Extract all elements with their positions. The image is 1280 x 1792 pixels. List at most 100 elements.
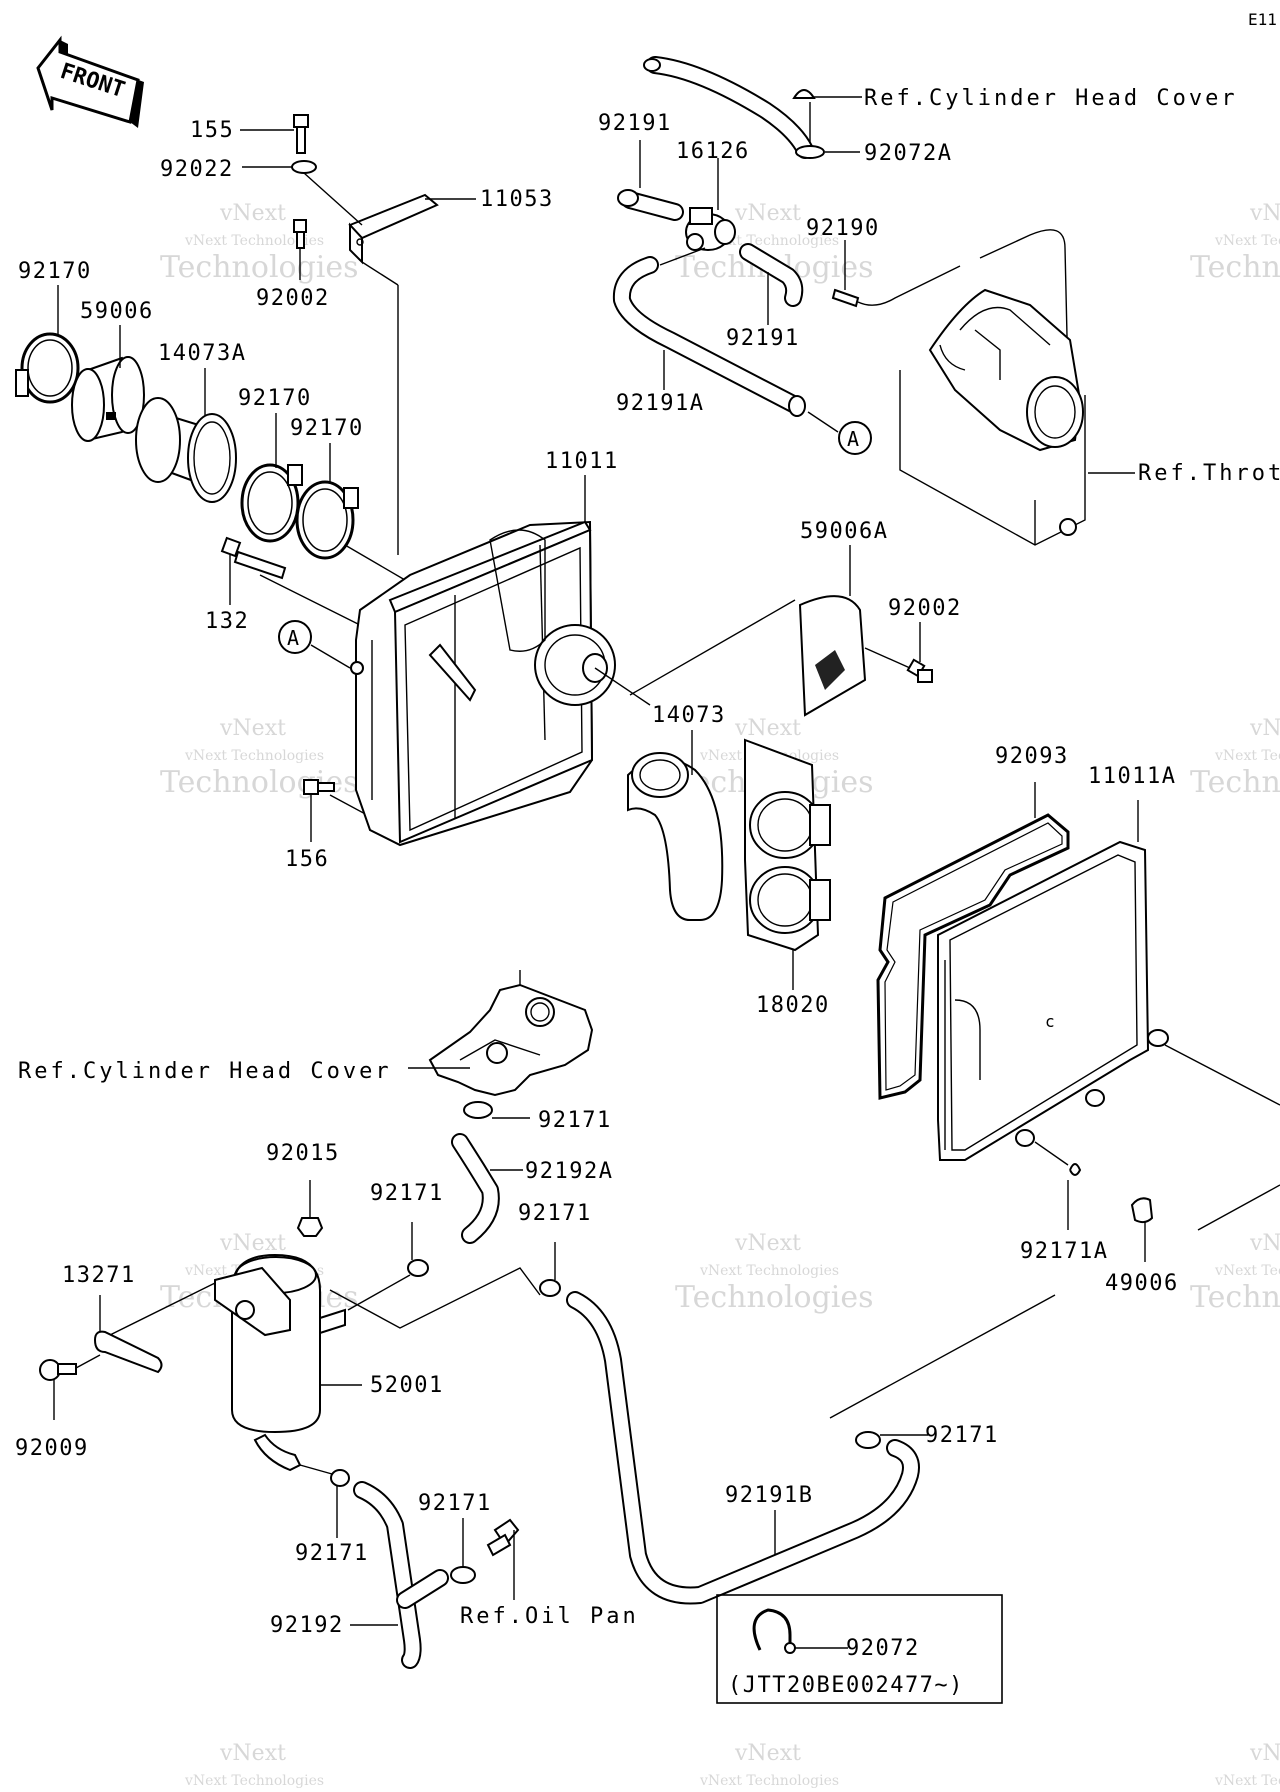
label-92171-d: 92171 xyxy=(418,1491,492,1516)
hose-92072A-top xyxy=(643,56,825,159)
hose-92191-top xyxy=(617,140,684,221)
ref-oil-pan: Ref.Oil Pan xyxy=(460,1604,639,1629)
label-14073: 14073 xyxy=(652,703,726,728)
ref-cylinder-head-cover-mid: Ref.Cylinder Head Cover xyxy=(18,1059,392,1084)
label-92192A: 92192A xyxy=(525,1159,613,1184)
label-18020: 18020 xyxy=(756,993,830,1018)
hose-92190 xyxy=(831,229,1069,381)
hose-92191A xyxy=(612,256,839,433)
label-92192: 92192 xyxy=(270,1613,344,1638)
svg-text:c: c xyxy=(1045,1012,1055,1031)
label-92002-mid: 92002 xyxy=(888,596,962,621)
watermark-text: vNext Technologies xyxy=(699,1263,839,1279)
watermark-text: vNext xyxy=(219,716,286,741)
bolt-92009 xyxy=(39,1354,101,1420)
gasket-92093 xyxy=(876,782,1070,1100)
label-11053: 11053 xyxy=(480,187,554,212)
callout-a-right-letter: A xyxy=(847,427,859,451)
watermark-text: Technologies xyxy=(160,250,359,285)
throttle-body-ref xyxy=(899,288,1135,546)
nut-92015 xyxy=(296,1180,324,1237)
label-11011A: 11011A xyxy=(1088,764,1176,789)
cap-ref-cylinder-head-top xyxy=(792,89,862,99)
ref-throttle: Ref.Throt xyxy=(1138,461,1280,486)
label-59006: 59006 xyxy=(80,299,154,324)
watermark-text: vNext Technologies xyxy=(1214,748,1280,764)
label-92171-e: 92171 xyxy=(925,1423,999,1448)
watermark-text: Technologies xyxy=(1190,1280,1280,1315)
watermark-text: vNext Technologies xyxy=(184,1773,324,1789)
cylinder-head-cover-ref xyxy=(408,970,594,1097)
label-92171A: 92171A xyxy=(1020,1239,1108,1264)
watermark-text: Technologies xyxy=(1190,765,1280,800)
clamp-92170-right xyxy=(295,480,359,560)
bolt-156 xyxy=(303,779,396,831)
label-92002-top: 92002 xyxy=(256,286,330,311)
ref-cylinder-head-cover-top: Ref.Cylinder Head Cover xyxy=(864,86,1238,111)
clamp-92171-e xyxy=(829,1294,1056,1449)
duct-14073A xyxy=(135,397,237,503)
label-92170-left: 92170 xyxy=(18,259,92,284)
watermark-text: vNext Technologies xyxy=(1214,233,1280,249)
label-11011: 11011 xyxy=(545,449,619,474)
label-92072: 92072 xyxy=(846,1636,920,1661)
clamp-92171-c xyxy=(299,1464,350,1538)
separator-tank-52001 xyxy=(214,1253,362,1472)
watermark-text: Technologies xyxy=(675,1280,874,1315)
cover-11011A: c xyxy=(937,800,1280,1231)
serial-note-box xyxy=(716,1594,1003,1704)
label-49006: 49006 xyxy=(1105,1271,1179,1296)
bracket-13271 xyxy=(93,1282,216,1374)
label-92191-top: 92191 xyxy=(598,111,672,136)
label-92170-mid: 92170 xyxy=(238,386,312,411)
label-59006A: 59006A xyxy=(800,519,888,544)
label-16126: 16126 xyxy=(676,139,750,164)
watermark-text: vNext xyxy=(1249,1741,1280,1766)
clamp-92171-head xyxy=(463,1101,530,1119)
hose-92191B xyxy=(566,1291,920,1605)
clamp-92170-mid xyxy=(240,463,303,543)
watermark-text: vNext Technologies xyxy=(1214,1773,1280,1789)
reference-labels: Ref.Cylinder Head Cover Ref.Throt Ref.Cy… xyxy=(18,86,1280,1629)
watermark-text: vNext Technologies xyxy=(699,1773,839,1789)
part-labels: 155 92022 11053 92002 92170 59006 14073 A… xyxy=(15,111,1179,1698)
valve-16126 xyxy=(659,158,736,266)
clamp-92170-left xyxy=(15,332,80,404)
plate-18020 xyxy=(744,738,831,952)
air-cleaner-housing-11011 xyxy=(350,520,651,847)
label-132: 132 xyxy=(205,609,249,634)
clamp-92171-d xyxy=(450,1518,476,1584)
front-arrow-icon: FRONT xyxy=(36,35,144,128)
duct-59006 xyxy=(71,356,145,442)
plug-49006 xyxy=(1130,1197,1154,1262)
watermark-text: vNext xyxy=(734,1231,801,1256)
bolt-132 xyxy=(220,536,371,631)
watermark-text: vNext xyxy=(1249,716,1280,741)
watermark-text: vNext xyxy=(219,201,286,226)
hose-92191-mid xyxy=(739,243,804,325)
watermark-text: vNext xyxy=(734,1741,801,1766)
callout-a-left: A xyxy=(278,620,351,669)
label-13271: 13271 xyxy=(62,1263,136,1288)
callout-a-right: A xyxy=(838,421,872,455)
callout-a-left-letter: A xyxy=(287,626,299,650)
watermark-text: vNext Technologies xyxy=(1214,1263,1280,1279)
watermark-text: vNext Technologies xyxy=(184,233,324,249)
watermark-text: Technologies xyxy=(1190,250,1280,285)
label-92191B: 92191B xyxy=(725,1483,813,1508)
label-92022: 92022 xyxy=(160,157,234,182)
fitting-ref-oil-pan xyxy=(486,1518,520,1600)
label-92015: 92015 xyxy=(266,1141,340,1166)
label-92072A: 92072A xyxy=(864,141,952,166)
duct-14073 xyxy=(627,752,724,921)
label-92093: 92093 xyxy=(995,744,1069,769)
label-52001: 52001 xyxy=(370,1373,444,1398)
watermark-text: vNext xyxy=(734,201,801,226)
clamp-92171-b xyxy=(329,1242,561,1329)
watermark-text: vNext xyxy=(219,1231,286,1256)
label-92191-mid: 92191 xyxy=(726,326,800,351)
bolt-155 xyxy=(293,114,309,154)
bolt-92002-mid xyxy=(906,658,933,683)
label-155: 155 xyxy=(190,118,234,143)
